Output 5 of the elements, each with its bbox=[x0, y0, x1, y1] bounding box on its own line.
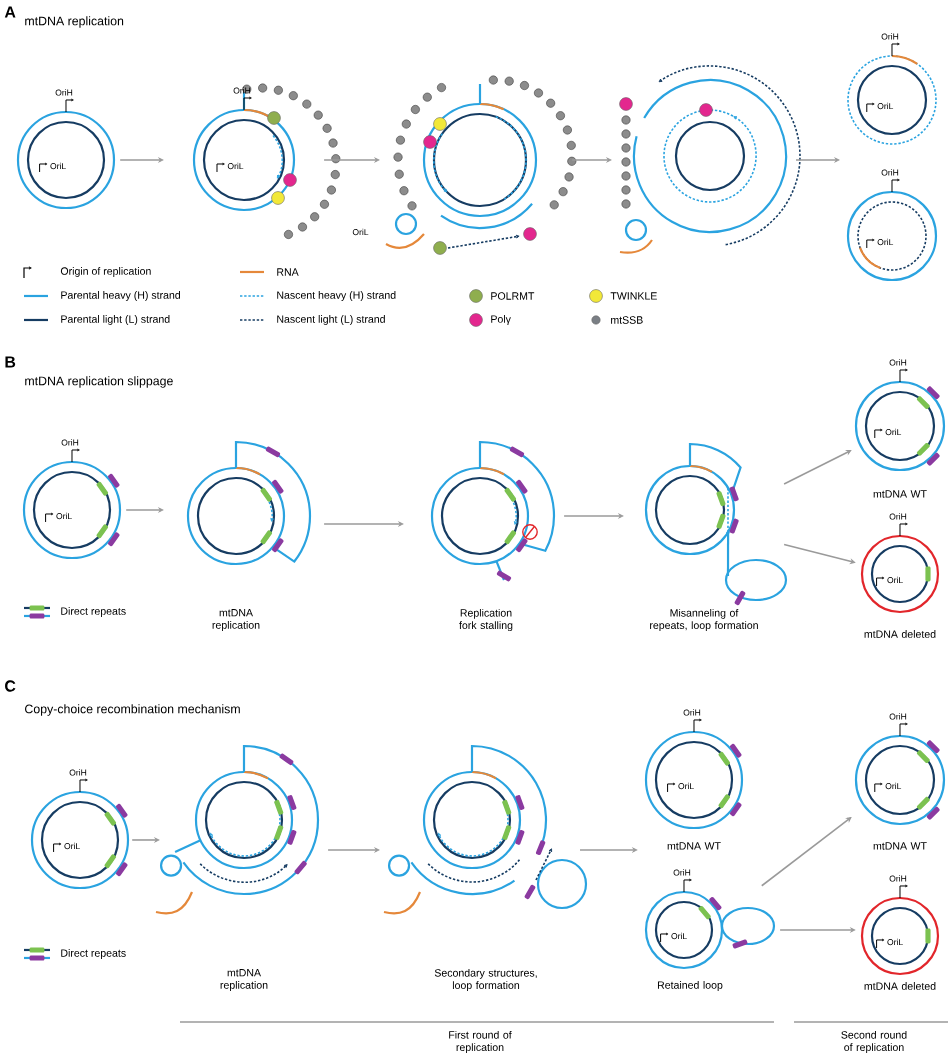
mtdna-drawing bbox=[619, 65, 801, 254]
mtdna-drawing bbox=[186, 440, 312, 566]
mtdna-drawing bbox=[155, 744, 320, 915]
mtdna-drawing bbox=[383, 744, 588, 915]
arrow bbox=[783, 450, 852, 485]
